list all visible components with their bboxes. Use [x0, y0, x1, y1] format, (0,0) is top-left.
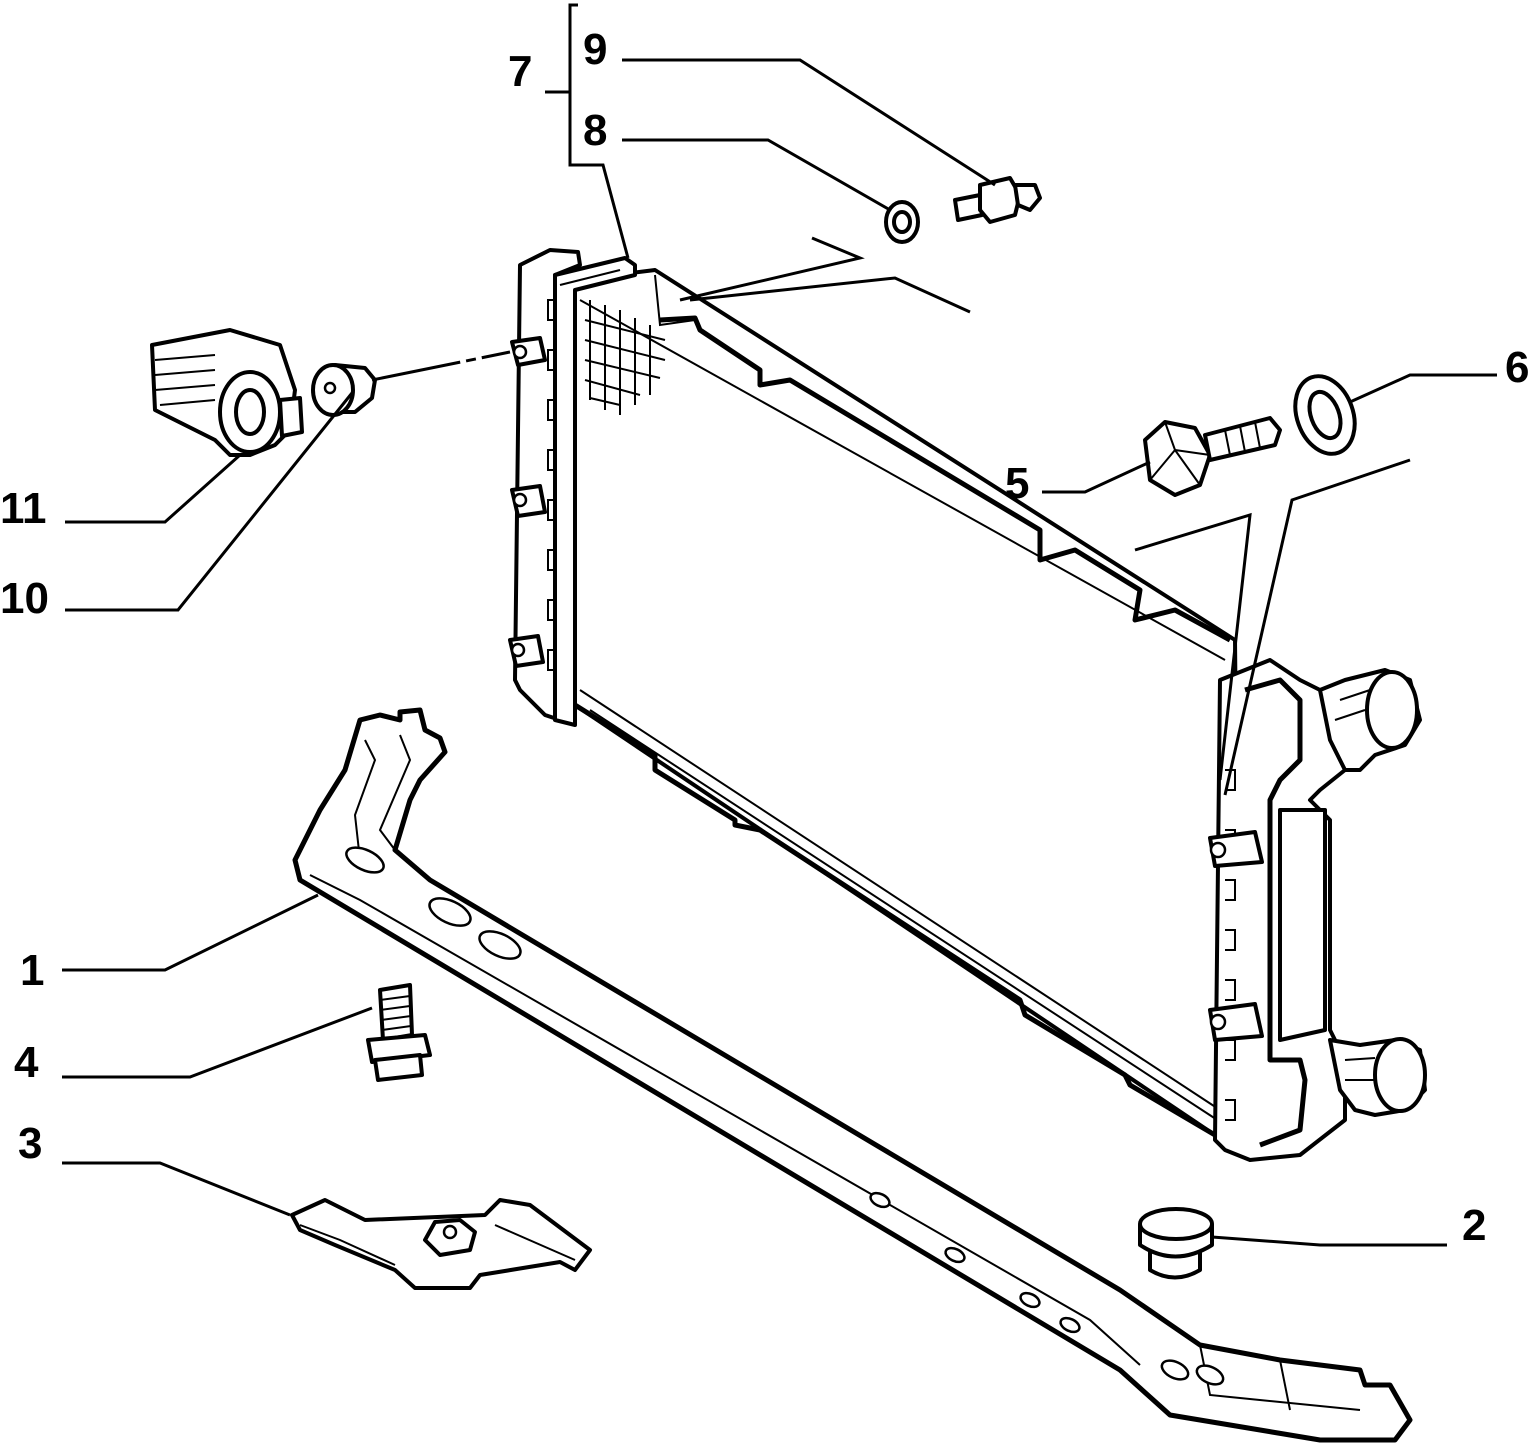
- callout-labels: 1 2 3 4 5 6 7 8 9 10 11: [0, 25, 1529, 1250]
- lower-crossmember: [292, 707, 1413, 1443]
- callout-11: 11: [0, 484, 47, 533]
- rubber-bushing: [1138, 1207, 1214, 1280]
- upper-mount-bracket: [150, 328, 304, 457]
- bracket-plate: [290, 1198, 592, 1290]
- upper-hose-outlet: [1318, 668, 1422, 772]
- callout-8: 8: [583, 106, 607, 155]
- drain-plug: [953, 176, 1042, 224]
- radiator: [508, 248, 1427, 1162]
- callout-7: 7: [508, 47, 532, 96]
- callout-5: 5: [1005, 459, 1029, 508]
- mounting-stud: [366, 983, 432, 1082]
- spring-washer: [1293, 374, 1357, 456]
- drain-washer: [884, 200, 920, 244]
- hex-bolt: [1143, 416, 1282, 497]
- radiator-core: [573, 268, 1242, 1137]
- callout-3: 3: [18, 1119, 42, 1168]
- callout-10: 10: [0, 574, 49, 623]
- rubber-grommet: [311, 363, 377, 417]
- callout-2: 2: [1462, 1201, 1486, 1250]
- left-mount-pegs: [508, 336, 547, 668]
- right-mount-pegs: [1208, 830, 1264, 1042]
- left-tank-front: [553, 256, 637, 727]
- callout-1: 1: [20, 946, 44, 995]
- callout-6: 6: [1505, 343, 1529, 392]
- callout-4: 4: [14, 1038, 39, 1087]
- callout-9: 9: [583, 25, 607, 74]
- lower-hose-outlet: [1328, 1037, 1427, 1117]
- leader-lines: [62, 3, 1497, 1247]
- core-mesh: [584, 300, 666, 415]
